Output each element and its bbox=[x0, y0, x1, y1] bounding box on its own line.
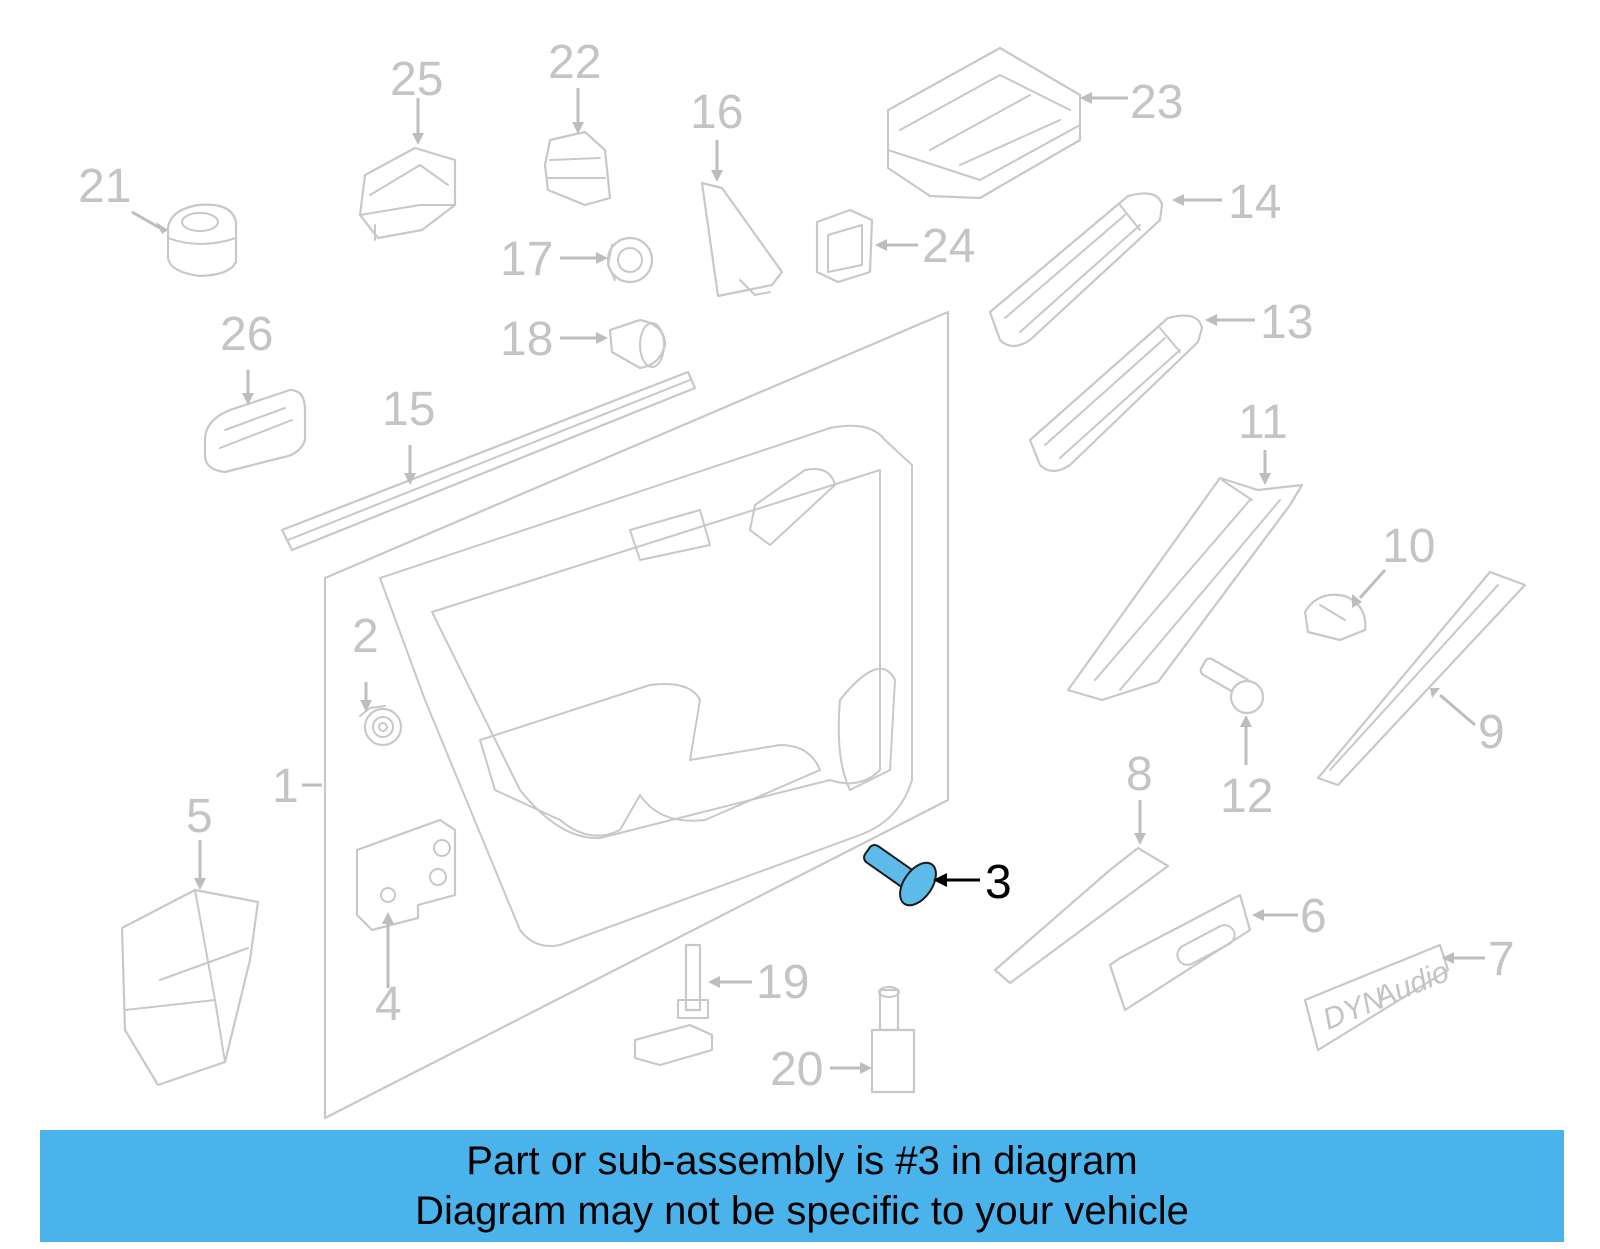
callout-23: 23 bbox=[1130, 76, 1183, 129]
callout-13: 13 bbox=[1260, 296, 1313, 349]
part-2-clip bbox=[359, 705, 403, 747]
callout-22: 22 bbox=[548, 36, 601, 89]
part-14-switch-bezel bbox=[988, 192, 1164, 348]
banner-line-1: Part or sub-assembly is #3 in diagram bbox=[466, 1139, 1138, 1183]
callout-7: 7 bbox=[1488, 933, 1515, 986]
part-21-knob bbox=[166, 203, 238, 278]
part-17-grommet bbox=[606, 236, 654, 284]
info-banner: Part or sub-assembly is #3 in diagram Di… bbox=[40, 1130, 1564, 1242]
callout-14: 14 bbox=[1228, 176, 1281, 229]
callout-15: 15 bbox=[382, 383, 435, 436]
part-7-badge: DYN Audio bbox=[1303, 943, 1454, 1052]
part-19-connector bbox=[633, 943, 714, 1067]
callout-leaders bbox=[131, 88, 1485, 1074]
callout-9: 9 bbox=[1478, 706, 1505, 759]
callout-3: 3 bbox=[985, 856, 1012, 909]
callout-8: 8 bbox=[1126, 748, 1153, 801]
callout-10: 10 bbox=[1382, 520, 1435, 573]
callout-5: 5 bbox=[186, 790, 213, 843]
part-11-trim-strip bbox=[1066, 476, 1304, 702]
callout-19: 19 bbox=[756, 956, 809, 1009]
callout-16: 16 bbox=[690, 86, 743, 139]
part-13-switch-bezel bbox=[1028, 314, 1204, 473]
callout-2: 2 bbox=[352, 610, 379, 663]
part-22-switch bbox=[543, 130, 612, 207]
callout-17: 17 bbox=[500, 233, 553, 286]
callout-21: 21 bbox=[78, 160, 131, 213]
callout-6: 6 bbox=[1300, 890, 1327, 943]
part-18-plug bbox=[608, 318, 667, 370]
part-25-switch bbox=[358, 146, 457, 241]
callout-26: 26 bbox=[220, 308, 273, 361]
part-4-bracket bbox=[355, 818, 457, 932]
part-3-highlighted-screw[interactable] bbox=[862, 843, 944, 912]
callout-12: 12 bbox=[1220, 770, 1273, 823]
part-12-screw bbox=[1199, 657, 1265, 715]
callout-numbers: 1 2 3 4 5 6 7 8 9 10 11 12 13 14 15 16 1… bbox=[78, 36, 1515, 1096]
callout-1: 1 bbox=[272, 760, 299, 813]
part-8-trim-strip bbox=[993, 846, 1170, 985]
banner-line-2: Diagram may not be specific to your vehi… bbox=[415, 1189, 1189, 1233]
part-10-clip bbox=[1303, 593, 1367, 642]
part-5-cover bbox=[120, 888, 260, 1087]
part-1-door-panel bbox=[323, 310, 950, 1120]
part-24-switch bbox=[815, 208, 874, 284]
callout-4: 4 bbox=[375, 978, 402, 1031]
part-23-master-switch bbox=[886, 46, 1082, 200]
part-20-connector bbox=[870, 986, 916, 1094]
part-9-trim-strip bbox=[1316, 570, 1527, 787]
part-16-tweeter-cover bbox=[700, 181, 784, 298]
callout-25: 25 bbox=[390, 53, 443, 106]
part-15-belt-molding bbox=[280, 370, 697, 552]
callout-24: 24 bbox=[922, 220, 975, 273]
callout-18: 18 bbox=[500, 313, 553, 366]
callout-11: 11 bbox=[1238, 396, 1288, 449]
part-26-handle-housing bbox=[203, 388, 307, 474]
part-6-speaker-grille bbox=[1108, 893, 1252, 1012]
callout-20: 20 bbox=[770, 1043, 823, 1096]
